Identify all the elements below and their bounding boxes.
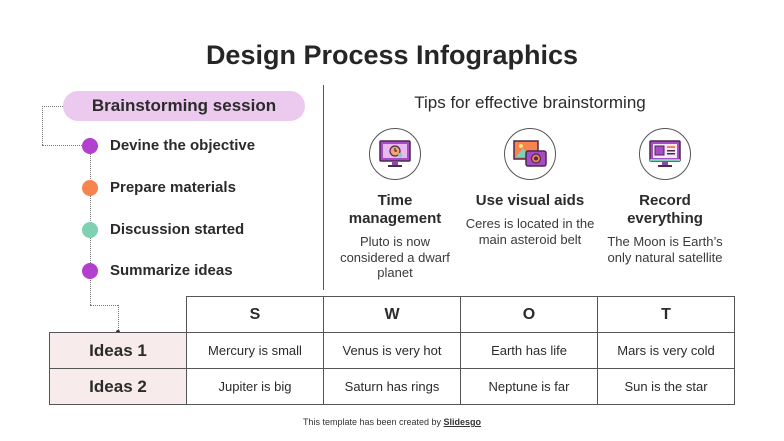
step-label: Summarize ideas — [110, 262, 233, 279]
tip-card: Record everything The Moon is Earth’s on… — [600, 128, 730, 265]
table-cell: Neptune is far — [460, 368, 598, 405]
step-dot — [82, 137, 98, 154]
table-row: Ideas 1 Mercury is small Venus is very h… — [49, 332, 735, 369]
header-s: S — [186, 296, 324, 333]
header-t: T — [597, 296, 735, 333]
step-dot — [82, 179, 98, 196]
image-camera-icon — [504, 128, 556, 180]
divider — [323, 85, 324, 290]
table-cell: Mercury is small — [186, 332, 324, 369]
step-item: Prepare materials — [82, 179, 236, 196]
tip-heading: Time management — [348, 192, 442, 227]
tip-text: The Moon is Earth’s only natural satelli… — [607, 234, 723, 265]
table-cell: Venus is very hot — [323, 332, 461, 369]
tip-heading: Record everything — [627, 192, 703, 227]
tip-heading: Use visual aids — [475, 192, 585, 209]
monitor-clock-icon — [369, 128, 421, 180]
step-item: Discussion started — [82, 221, 244, 238]
connector — [118, 305, 119, 332]
page-title: Design Process Infographics — [205, 40, 579, 70]
step-label: Discussion started — [110, 221, 245, 238]
table-cell: Jupiter is big — [186, 368, 324, 405]
tip-text: Ceres is located in the main asteroid be… — [465, 216, 595, 247]
header-o: O — [460, 296, 598, 333]
footer: This template has been created by Slides… — [0, 417, 784, 427]
table-cell: Earth has life — [460, 332, 598, 369]
table-row: Ideas 2 Jupiter is big Saturn has rings … — [49, 368, 735, 405]
tip-text: Pluto is now considered a dwarf planet — [340, 234, 450, 280]
step-item: Summarize ideas — [82, 262, 233, 279]
brand-link[interactable]: Slidesgo — [443, 417, 482, 427]
tip-card: Use visual aids Ceres is located in the … — [465, 128, 595, 247]
connector — [42, 106, 43, 145]
monitor-document-icon — [639, 128, 691, 180]
table-cell: Sun is the star — [597, 368, 735, 405]
header-w: W — [323, 296, 461, 333]
step-dot — [82, 262, 98, 279]
row-label: Ideas 1 — [49, 332, 187, 369]
step-dot — [82, 221, 98, 238]
step-item: Devine the objective — [82, 137, 255, 154]
tips-title: Tips for effective brainstorming — [414, 93, 646, 112]
tip-card: Time management Pluto is now considered … — [330, 128, 460, 281]
swot-table: S W O T Ideas 1 Mercury is small Venus i… — [49, 296, 735, 405]
brainstorm-pill: Brainstorming session — [63, 91, 305, 121]
connector — [90, 305, 118, 306]
table-cell: Mars is very cold — [597, 332, 735, 369]
connector — [42, 106, 63, 107]
step-label: Devine the objective — [110, 137, 256, 154]
blank-cell — [50, 297, 187, 333]
step-label: Prepare materials — [110, 179, 236, 196]
footer-text: This template has been created by — [302, 417, 444, 427]
row-label: Ideas 2 — [49, 368, 187, 405]
connector — [42, 145, 84, 146]
table-cell: Saturn has rings — [323, 368, 461, 405]
table-header-row: S W O T — [50, 296, 735, 333]
